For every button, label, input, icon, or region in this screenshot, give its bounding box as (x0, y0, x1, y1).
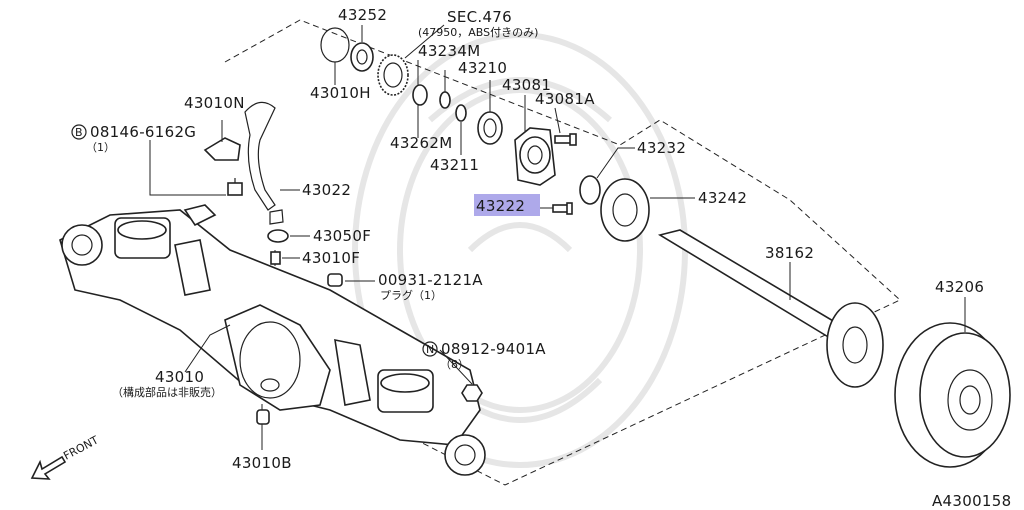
label-08912-qty: （8） (440, 358, 469, 371)
part-labels: 43252 SEC.476 (47950，ABS付きのみ) 43234M 432… (71, 6, 984, 472)
label-43050f[interactable]: 43050F (313, 227, 371, 245)
hub-bolt[interactable] (552, 202, 573, 215)
label-08146-qty: （1） (86, 141, 115, 154)
nut[interactable] (461, 384, 483, 402)
stud-bolt[interactable] (554, 133, 577, 146)
label-43081a[interactable]: 43081A (535, 90, 595, 108)
label-43232[interactable]: 43232 (637, 139, 686, 157)
label-43010n[interactable]: 43010N (184, 94, 245, 112)
bearing-43210[interactable] (477, 111, 503, 145)
front-label: FRONT (61, 433, 101, 462)
label-43234m[interactable]: 43234M (418, 42, 480, 60)
label-43206[interactable]: 43206 (935, 278, 984, 296)
label-00931-2121a[interactable]: 00931-2121A (378, 271, 483, 289)
label-43010[interactable]: 43010 (155, 368, 204, 386)
bearing-cone[interactable] (412, 84, 428, 106)
label-43210[interactable]: 43210 (458, 59, 507, 77)
axle-shaft[interactable] (657, 229, 884, 388)
label-sec476[interactable]: SEC.476 (447, 8, 512, 26)
front-arrow-icon (30, 455, 67, 480)
label-43211[interactable]: 43211 (430, 156, 479, 174)
sensor-rotor[interactable] (377, 54, 409, 96)
circle-b-icon (71, 124, 87, 140)
label-43010f[interactable]: 43010F (302, 249, 360, 267)
assembly-boundary (199, 19, 901, 486)
circle-n-icon (422, 341, 438, 357)
label-43252[interactable]: 43252 (338, 6, 387, 24)
label-43022[interactable]: 43022 (302, 181, 351, 199)
shim[interactable] (455, 104, 467, 122)
axle-housing[interactable] (59, 204, 486, 476)
leader-lines (149, 24, 966, 450)
label-08912-9401a[interactable]: 08912-9401A (441, 340, 546, 358)
drain-plug[interactable] (327, 273, 343, 287)
label-43262m[interactable]: 43262M (390, 134, 452, 152)
brake-drum[interactable] (894, 322, 1011, 468)
label-plug-note: プラグ（1） (380, 288, 442, 302)
highlight-43222 (474, 194, 540, 216)
fitting[interactable] (270, 251, 281, 265)
oil-seal[interactable] (579, 175, 601, 205)
label-43081[interactable]: 43081 (502, 76, 551, 94)
label-43242[interactable]: 43242 (698, 189, 747, 207)
circle-b-letter: B (75, 126, 83, 139)
diagram-id: A4300158 (932, 492, 1011, 510)
connector[interactable] (267, 229, 289, 243)
bearing-plate[interactable] (600, 178, 650, 242)
seal[interactable] (320, 27, 350, 63)
spacer[interactable] (439, 91, 451, 109)
filler-plug[interactable] (256, 409, 270, 425)
label-43010h[interactable]: 43010H (310, 84, 371, 102)
label-38162[interactable]: 38162 (765, 244, 814, 262)
label-08146-6162g[interactable]: 08146-6162G (90, 123, 196, 141)
breather-hose[interactable] (244, 101, 284, 225)
label-sec476-note: (47950，ABS付きのみ) (418, 26, 538, 39)
label-43010-note: （構成部品は非販売） (112, 385, 222, 399)
bearing-43252[interactable] (350, 42, 374, 72)
bearing-housing[interactable] (514, 127, 556, 186)
circle-n-letter: N (426, 343, 434, 356)
label-43010b[interactable]: 43010B (232, 454, 292, 472)
label-43222[interactable]: 43222 (476, 197, 525, 215)
bolt[interactable] (227, 178, 243, 196)
front-indicator: FRONT (30, 433, 101, 480)
